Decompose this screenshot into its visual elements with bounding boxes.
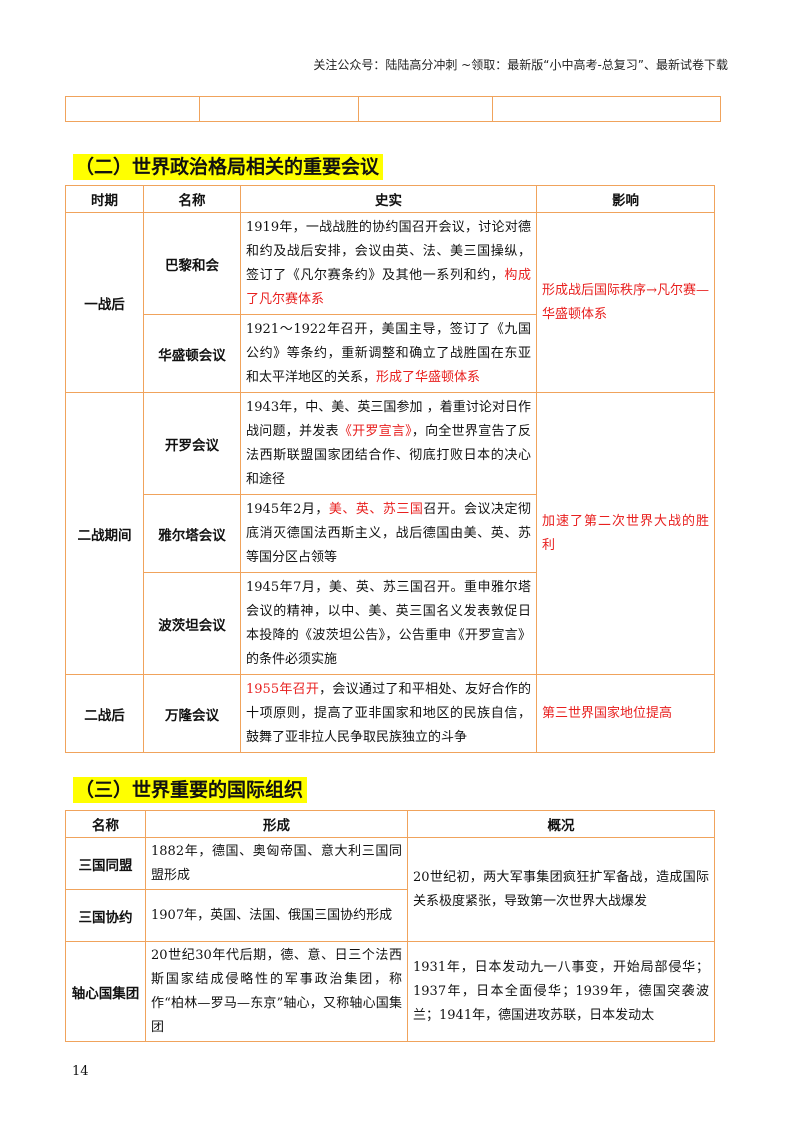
page-number: 14 <box>72 1064 89 1079</box>
continued-table-strip <box>65 96 721 122</box>
meeting-facts: 1919年，一战战胜的协约国召开会议，讨论对德和约及战后安排，会议由英、法、美三… <box>240 212 537 315</box>
col-header-facts: 史实 <box>240 185 537 213</box>
col-header-overview: 概况 <box>407 810 715 838</box>
header-note: 关注公众号：陆陆高分冲刺 ~领取：最新版“小中高考-总复习”、最新试卷下载 <box>313 58 728 72</box>
section-title-conferences: （二）世界政治格局相关的重要会议 <box>73 154 384 180</box>
meeting-name: 雅尔塔会议 <box>143 494 241 573</box>
org-overview: 1931年，日本发动九一八事变，开始局部侵华；1937年，日本全面侵华；1939… <box>407 941 715 1042</box>
meeting-name: 华盛顿会议 <box>143 314 241 393</box>
col-header-name: 名称 <box>143 185 241 213</box>
org-name: 三国协约 <box>65 889 146 942</box>
meeting-facts: 1955年召开，会议通过了和平相处、友好合作的十项原则，提高了亚非国家和地区的民… <box>240 674 537 753</box>
col-header-impact: 影响 <box>536 185 715 213</box>
meeting-facts: 1945年2月，美、英、苏三国召开。会议决定彻底消灭德国法西斯主义，战后德国由美… <box>240 494 537 573</box>
meeting-name: 波茨坦会议 <box>143 572 241 675</box>
impact-cell: 第三世界国家地位提高 <box>536 674 715 753</box>
organizations-table: 名称 形成 概况 三国同盟 1882年，德国、奥匈帝国、意大利三国同盟形成 20… <box>65 810 715 1042</box>
org-formation: 1882年，德国、奥匈帝国、意大利三国同盟形成 <box>145 837 408 890</box>
impact-cell: 形成战后国际秩序→凡尔赛—华盛顿体系 <box>536 212 715 393</box>
conferences-table: 时期 名称 史实 影响 一战后 巴黎和会 1919年，一战战胜的协约国召开会议，… <box>65 185 715 753</box>
col-header-period: 时期 <box>65 185 144 213</box>
org-name: 三国同盟 <box>65 837 146 890</box>
org-name: 轴心国集团 <box>65 941 146 1042</box>
meeting-name: 开罗会议 <box>143 392 241 495</box>
org-overview: 20世纪初，两大军事集团疯狂扩军备战，造成国际关系极度紧张，导致第一次世界大战爆… <box>407 837 715 942</box>
meeting-facts: 1921～1922年召开，美国主导，签订了《九国公约》等条约，重新调整和确立了战… <box>240 314 537 393</box>
col-header-formation: 形成 <box>145 810 408 838</box>
meeting-facts: 1945年7月，美、英、苏三国召开。重申雅尔塔会议的精神，以中、美、英三国名义发… <box>240 572 537 675</box>
meeting-facts: 1943年，中、美、英三国参加 ，着重讨论对日作战问题，并发表《开罗宣言》，向全… <box>240 392 537 495</box>
period-during-ww2: 二战期间 <box>65 392 144 675</box>
org-formation: 1907年，英国、法国、俄国三国协约形成 <box>145 889 408 942</box>
impact-cell: 加速了第二次世界大战的胜利 <box>536 392 715 675</box>
org-formation: 20世纪30年代后期，德、意、日三个法西斯国家结成侵略性的军事政治集团，称作“柏… <box>145 941 408 1042</box>
period-after-ww1: 一战后 <box>65 212 144 393</box>
meeting-name: 巴黎和会 <box>143 212 241 315</box>
period-after-ww2: 二战后 <box>65 674 144 753</box>
col-header-name: 名称 <box>65 810 146 838</box>
meeting-name: 万隆会议 <box>143 674 241 753</box>
section-title-organizations: （三）世界重要的国际组织 <box>73 777 308 803</box>
